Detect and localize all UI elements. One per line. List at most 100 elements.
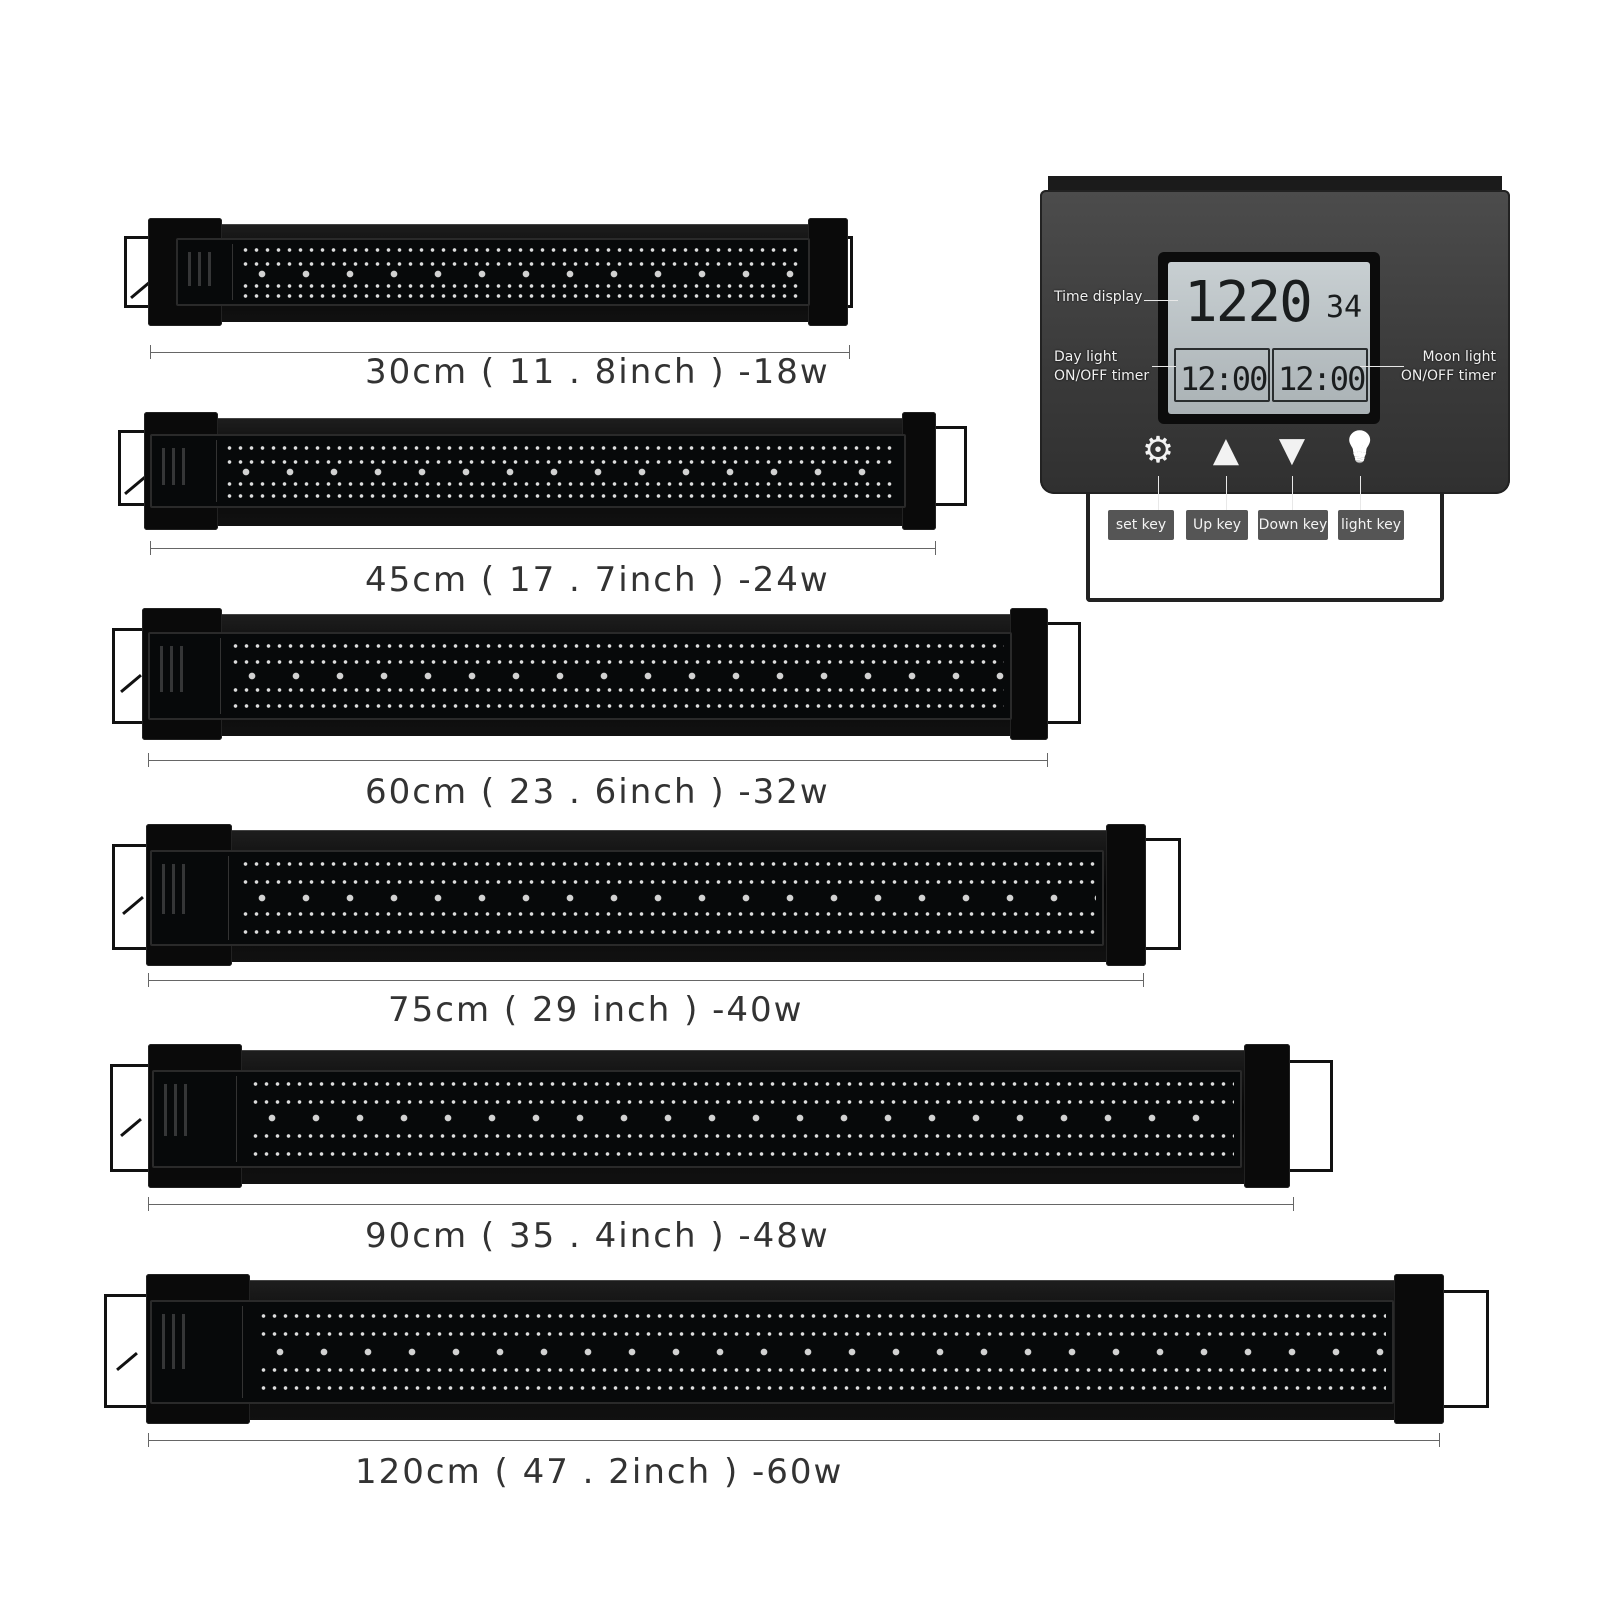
light-bar-45cm bbox=[116, 412, 968, 530]
size-label: 75cm ( 29 inch ) -40w bbox=[388, 990, 804, 1030]
bar-body bbox=[144, 412, 936, 530]
led-row bbox=[224, 468, 898, 476]
left-bracket bbox=[124, 236, 157, 308]
up-triangle-icon[interactable]: ▲ bbox=[1212, 430, 1240, 470]
led-panel bbox=[148, 632, 1012, 720]
spec-label-plate bbox=[156, 856, 229, 940]
day-timer-box: 12:00 bbox=[1174, 348, 1270, 402]
led-row bbox=[258, 1348, 1386, 1356]
spec-label-plate bbox=[158, 1076, 237, 1162]
right-bracket bbox=[1290, 1060, 1333, 1172]
led-row bbox=[258, 1386, 1386, 1390]
led-row bbox=[250, 1114, 1234, 1122]
spec-label-plate bbox=[156, 440, 217, 502]
led-row bbox=[240, 862, 1096, 866]
end-cap bbox=[808, 218, 848, 326]
led-row bbox=[230, 704, 1004, 708]
key-pointer bbox=[1158, 476, 1159, 520]
end-cap bbox=[1244, 1044, 1290, 1188]
led-row bbox=[240, 930, 1096, 934]
lcd-time: 1220 bbox=[1184, 270, 1313, 335]
day-light-label-line1: Day light bbox=[1054, 349, 1118, 365]
led-panel bbox=[150, 1300, 1394, 1404]
moon-light-label: Moon light ON/OFF timer bbox=[1386, 348, 1496, 386]
led-row bbox=[258, 1332, 1386, 1336]
key-pointer bbox=[1226, 476, 1227, 520]
down-triangle-icon[interactable]: ▼ bbox=[1278, 430, 1306, 470]
dimension-line bbox=[150, 541, 936, 555]
gear-icon[interactable]: ⚙ bbox=[1141, 430, 1175, 471]
lcd-bezel: 1220 34 12:00 12:00 bbox=[1158, 252, 1380, 424]
led-row bbox=[240, 894, 1096, 902]
time-display-pointer bbox=[1144, 300, 1178, 301]
size-label: 60cm ( 23 . 6inch ) -32w bbox=[365, 772, 830, 812]
led-row bbox=[230, 660, 1004, 664]
light-bar-75cm bbox=[110, 824, 1181, 966]
left-bracket bbox=[104, 1294, 151, 1408]
dimension-line bbox=[148, 973, 1144, 987]
set-key-label: set key bbox=[1108, 510, 1174, 540]
light-bulb-icon[interactable]: 💡 bbox=[1341, 430, 1379, 465]
right-bracket bbox=[1044, 622, 1081, 724]
day-timer-value: 12:00 bbox=[1180, 360, 1268, 398]
key-pointer bbox=[1292, 476, 1293, 520]
moon-light-label-line1: Moon light bbox=[1422, 349, 1496, 365]
end-cap bbox=[1010, 608, 1048, 740]
right-bracket bbox=[1442, 1290, 1489, 1408]
day-light-label-line2: ON/OFF timer bbox=[1054, 368, 1150, 384]
left-bracket bbox=[110, 1064, 153, 1172]
led-row bbox=[224, 460, 898, 464]
led-row bbox=[258, 1368, 1386, 1372]
led-row bbox=[240, 284, 802, 288]
key-pointer bbox=[1360, 476, 1361, 520]
led-row bbox=[224, 494, 898, 498]
dimension-line bbox=[148, 753, 1048, 767]
light-bar-120cm bbox=[102, 1274, 1489, 1424]
moon-timer-value: 12:00 bbox=[1278, 360, 1366, 398]
dimension-line bbox=[148, 1433, 1440, 1447]
spec-label-plate bbox=[182, 244, 233, 300]
led-row bbox=[250, 1100, 1234, 1104]
bar-body bbox=[148, 1044, 1290, 1188]
end-cap bbox=[902, 412, 936, 530]
day-light-label: Day light ON/OFF timer bbox=[1054, 348, 1149, 386]
led-row bbox=[224, 482, 898, 486]
led-row bbox=[240, 248, 802, 252]
led-panel bbox=[176, 238, 810, 306]
dimension-line bbox=[148, 1197, 1294, 1211]
spec-label-plate bbox=[156, 1306, 243, 1398]
led-row bbox=[240, 294, 802, 298]
bar-body bbox=[146, 824, 1146, 966]
led-panel bbox=[152, 1070, 1242, 1168]
time-display-label: Time display bbox=[1054, 289, 1143, 305]
led-panel bbox=[150, 850, 1104, 946]
led-row bbox=[250, 1134, 1234, 1138]
light-bar-90cm bbox=[108, 1044, 1333, 1188]
end-cap bbox=[1394, 1274, 1444, 1424]
down-key-label: Down key bbox=[1258, 510, 1328, 540]
led-row bbox=[240, 270, 802, 278]
left-bracket bbox=[112, 628, 149, 724]
timer-controller: 1220 34 12:00 12:00 Time display Day lig… bbox=[1040, 176, 1510, 520]
light-bar-60cm bbox=[110, 608, 1081, 740]
light-bar-30cm bbox=[122, 218, 854, 326]
spec-label-plate bbox=[154, 638, 221, 714]
led-row bbox=[240, 262, 802, 266]
led-row bbox=[240, 880, 1096, 884]
moon-light-label-line2: ON/OFF timer bbox=[1400, 368, 1496, 384]
dimension-line bbox=[150, 345, 850, 359]
left-bracket bbox=[112, 844, 153, 950]
bar-body bbox=[146, 1274, 1444, 1424]
lcd-seconds: 34 bbox=[1326, 290, 1363, 325]
right-bracket bbox=[1140, 838, 1181, 950]
led-row bbox=[240, 912, 1096, 916]
light-key-label: light key bbox=[1338, 510, 1404, 540]
end-cap bbox=[1106, 824, 1146, 966]
day-light-pointer bbox=[1152, 366, 1176, 367]
bar-body bbox=[148, 218, 848, 326]
led-row bbox=[230, 672, 1004, 680]
controller-stand bbox=[1086, 490, 1444, 602]
size-label: 30cm ( 11 . 8inch ) -18w bbox=[365, 352, 830, 392]
led-panel bbox=[150, 434, 906, 508]
lcd-screen: 1220 34 12:00 12:00 bbox=[1168, 262, 1370, 414]
